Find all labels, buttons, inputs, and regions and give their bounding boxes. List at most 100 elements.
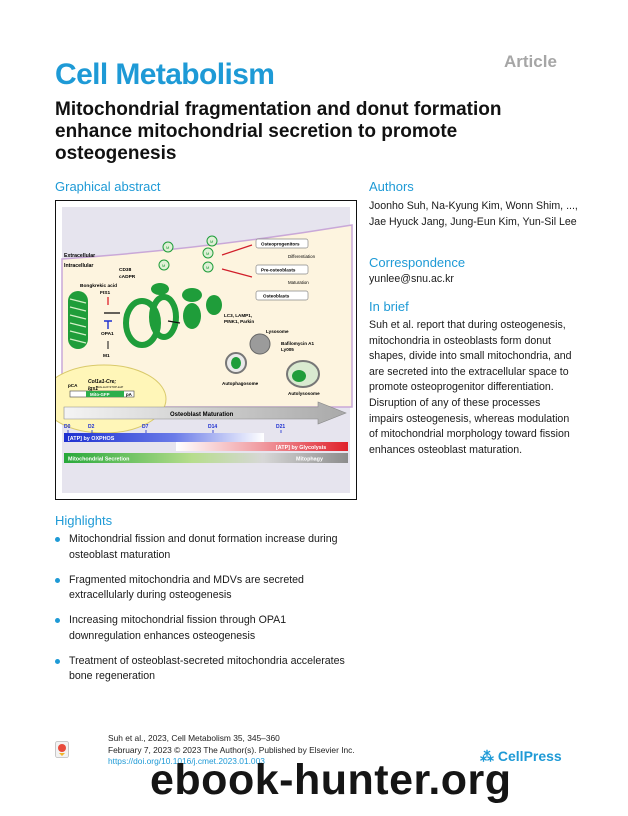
vesicle-1 xyxy=(158,259,170,271)
small-mito-1 xyxy=(183,303,201,329)
highlight-item: Fragmented mitochondria and MDVs are sec… xyxy=(55,573,360,604)
day-d21: D21 xyxy=(276,424,285,430)
citation-line-1: Suh et al., 2023, Cell Metabolism 35, 34… xyxy=(108,733,280,743)
bongkrekic-label: Bongkrekic acid xyxy=(80,283,117,289)
crossmark-icon[interactable] xyxy=(55,741,69,758)
osteoblasts-box xyxy=(255,290,309,301)
maturation-bar-label: Osteoblast Maturation xyxy=(170,412,234,418)
in-brief-text: Suh et al. report that during osteogenes… xyxy=(369,319,572,456)
maturation-label: Maturation xyxy=(288,280,309,285)
secretion-mitophagy-bar xyxy=(64,453,348,463)
vesicle-2-m: M xyxy=(206,251,209,256)
secretion-label: Mitochondrial Secretion xyxy=(68,457,129,463)
col1a1-label: Col1a1-Cre; xyxy=(88,379,116,385)
small-mito-4 xyxy=(151,283,169,295)
opa1-label: OPA1 xyxy=(101,331,114,337)
journal-name: Cell Metabolism xyxy=(55,58,275,91)
oxphos-bar xyxy=(64,433,264,442)
mito-gfp-label: Mito-GFP xyxy=(90,392,110,397)
bullet-icon xyxy=(55,577,60,583)
vesicle-4-m: M xyxy=(210,239,213,244)
correspondence-email[interactable]: yunlee@snu.ac.kr xyxy=(369,273,454,285)
autolysosome-mito xyxy=(292,370,306,382)
ly005-label: Ly005 xyxy=(281,347,294,352)
glycolysis-bar xyxy=(176,442,348,451)
cadpr-label: cADPR xyxy=(119,274,136,280)
fragment-arrow xyxy=(167,320,181,324)
vesicle-5-m: M xyxy=(166,245,169,250)
highlight-text: Increasing mitochondrial fission through… xyxy=(69,614,287,642)
osteoprogenitors-box xyxy=(255,238,309,249)
small-mito-2 xyxy=(182,288,202,302)
day-d14: D14 xyxy=(208,424,217,430)
small-mito-3 xyxy=(206,295,222,315)
vesicle-2 xyxy=(202,247,214,259)
paper-title: Mitochondrial fragmentation and donut fo… xyxy=(55,99,502,164)
m1-label: M1 xyxy=(103,353,110,359)
intracellular-label: Intracellular xyxy=(64,263,93,269)
highlight-item: Treatment of osteoblast-secreted mitocho… xyxy=(55,654,360,685)
vesicle-4 xyxy=(206,235,218,247)
osteoblasts-label: Osteoblasts xyxy=(263,294,290,299)
graphical-abstract-svg: Extracellular Intracellular Bongkrekic a… xyxy=(41,207,353,493)
fis1-label: FIS1 xyxy=(100,290,110,296)
glycolysis-label: [ATP] by Glycolysis xyxy=(276,445,326,451)
osteoprogenitors-label: Osteoprogenitors xyxy=(261,242,300,247)
doi-link[interactable]: https://doi.org/10.1016/j.cmet.2023.01.0… xyxy=(108,756,265,766)
donut-mitochondrion xyxy=(123,298,161,348)
preosteoblasts-label: Pre-osteoblasts xyxy=(261,268,296,273)
dividing-mitochondrion xyxy=(149,294,179,340)
citation-line-2: February 7, 2023 © 2023 The Author(s). P… xyxy=(108,744,355,755)
article-type-label: Article xyxy=(504,52,557,71)
preosteoblasts-box xyxy=(255,264,309,275)
extracellular-label: Extracellular xyxy=(64,253,95,259)
day-ticks xyxy=(67,430,282,433)
cd38-label: CD38 xyxy=(119,267,132,273)
in-brief-heading: In brief xyxy=(369,299,409,314)
vesicle-1-m: M xyxy=(162,263,165,268)
vesicle-3-m: M xyxy=(206,265,209,270)
bafilomycin-label: Bafilomycin A1 xyxy=(281,341,314,346)
mitophagy-label: Mitophagy xyxy=(296,457,323,463)
opa1-inhibition xyxy=(104,320,112,329)
cellpress-logo: ⁂ CellPress xyxy=(480,748,562,765)
highlight-text: Fragmented mitochondria and MDVs are sec… xyxy=(69,573,304,602)
mito-gfp-box xyxy=(86,391,124,397)
oxphos-label: [ATP] by OXPHOS xyxy=(68,436,115,442)
authors-heading: Authors xyxy=(369,179,414,194)
bullet-icon xyxy=(55,537,60,542)
bullet-icon xyxy=(55,618,60,623)
mito-cristae xyxy=(69,298,87,344)
day-d7: D7 xyxy=(142,424,149,430)
highlight-text: Treatment of osteoblast-secreted mitocho… xyxy=(69,654,345,683)
lysosome-label: Lysosome xyxy=(266,329,289,334)
watermark-text: ebook-hunter.org xyxy=(150,756,512,804)
day-d2: D2 xyxy=(88,424,95,430)
day-d0: D0 xyxy=(64,424,71,430)
highlight-item: Mitochondrial fission and donut formatio… xyxy=(55,532,360,563)
pink1-label: PINK1, Parkin xyxy=(224,319,254,324)
authors-list: Joonho Suh, Na-Kyung Kim, Wonn Shim, ...… xyxy=(369,200,578,228)
highlight-item: Increasing mitochondrial fission through… xyxy=(55,613,360,644)
vesicle-5 xyxy=(162,241,174,253)
secretion-arrows xyxy=(221,244,253,278)
autolysosome-label: Autolysosome xyxy=(288,391,320,396)
pa-label: pA xyxy=(126,392,133,397)
cellpress-label: CellPress xyxy=(497,748,562,764)
igs1-sup-label: CAG-loxP-STOP-loxP xyxy=(96,385,123,389)
graphical-abstract-figure: Extracellular Intracellular Bongkrekic a… xyxy=(41,200,357,500)
autophagosome-label: Autophagosome xyxy=(222,381,259,386)
cellpress-icon: ⁂ xyxy=(480,748,498,764)
lysosome xyxy=(249,333,271,355)
pca-label: pCA xyxy=(68,383,78,388)
bullet-icon xyxy=(55,658,60,664)
vesicle-3 xyxy=(202,261,214,273)
differentiation-label: Differentiation xyxy=(288,254,316,259)
igs1-label: Igs1 xyxy=(88,386,98,392)
maturation-arrow xyxy=(63,401,347,425)
citation-block: Suh et al., 2023, Cell Metabolism 35, 34… xyxy=(108,733,355,768)
lc3-label: LC3, LAMP1, xyxy=(224,313,252,318)
correspondence-heading: Correspondence xyxy=(369,255,466,270)
graphical-abstract-heading: Graphical abstract xyxy=(55,179,161,194)
highlights-heading: Highlights xyxy=(55,513,113,528)
